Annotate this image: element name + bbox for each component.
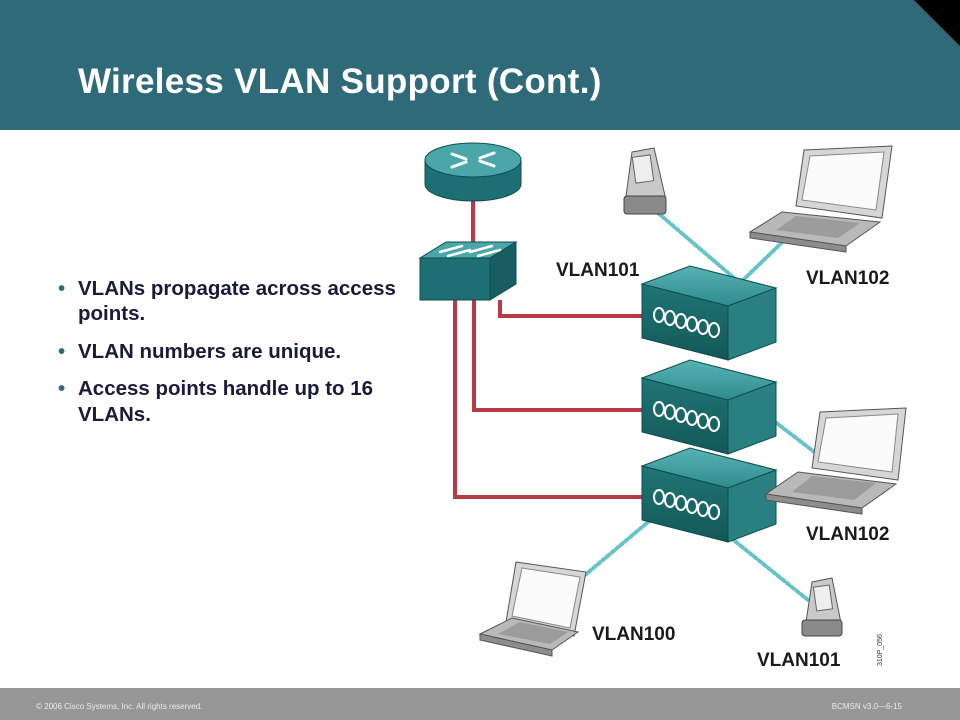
slide-header: Wireless VLAN Support (Cont.) — [0, 0, 960, 130]
access-point-icon — [640, 265, 778, 361]
vlan-label: VLAN102 — [806, 268, 889, 289]
wired-links — [453, 200, 642, 499]
switch-ap2-link — [472, 300, 642, 412]
wireless-link-ap3-pda — [724, 532, 810, 602]
router-icon — [424, 142, 522, 202]
bullet-item: •Access points handle up to 16 VLANs. — [58, 377, 374, 426]
header-corner-decoration — [914, 0, 960, 46]
access-point-icon — [640, 447, 778, 543]
bullet-item: •VLAN numbers are unique. — [58, 339, 342, 363]
pda-icon — [623, 147, 667, 215]
access-point-icon — [640, 359, 778, 455]
laptop-icon — [764, 407, 907, 515]
laptop-icon — [478, 561, 587, 657]
bullet-list: •VLANs propagate across access points. •… — [58, 276, 403, 439]
switch-icon — [418, 241, 518, 301]
slide-footer: © 2006 Cisco Systems, Inc. All rights re… — [0, 688, 960, 720]
figure-id: 310P_056 — [877, 634, 884, 666]
switch-ap3-link — [453, 300, 642, 499]
wireless-link-ap1-pda — [656, 211, 742, 285]
vlan-label: VLAN101 — [757, 650, 841, 671]
slide-title: Wireless VLAN Support (Cont.) — [78, 62, 602, 101]
vlan-label: VLAN102 — [806, 524, 889, 545]
bullet-item: •VLANs propagate across access points. — [58, 277, 396, 326]
copyright-text: © 2006 Cisco Systems, Inc. All rights re… — [36, 702, 203, 711]
vlan-label: VLAN101 — [556, 260, 640, 281]
laptop-icon — [748, 145, 893, 253]
switch-ap1-link — [498, 300, 642, 318]
course-id: BCMSN v3.0—6-15 — [831, 702, 902, 711]
vlan-label: VLAN100 — [592, 624, 675, 645]
pda-icon — [801, 577, 843, 637]
